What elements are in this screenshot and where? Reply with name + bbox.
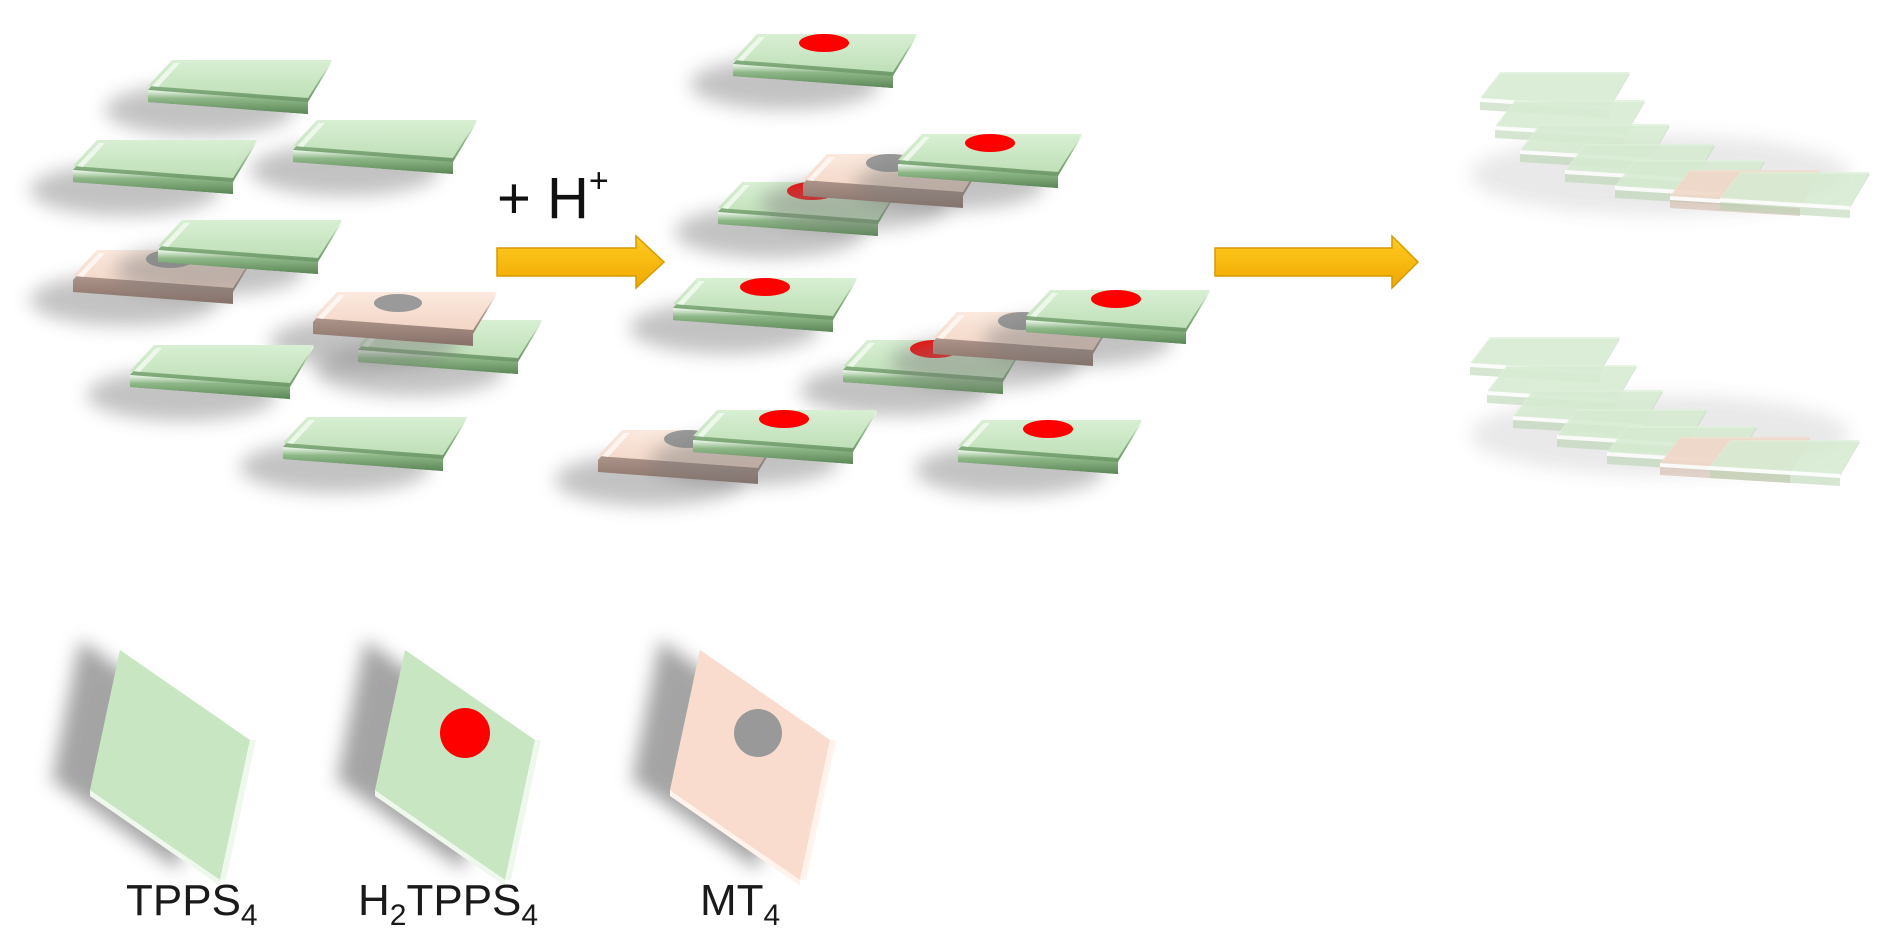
mt4-tile-icon xyxy=(632,640,836,886)
h2-center-icon xyxy=(1023,420,1073,438)
h2-center-icon xyxy=(759,410,809,428)
h2-center-icon xyxy=(1091,290,1141,308)
tpps4-monomer xyxy=(115,220,342,296)
legend-label-mt4: MT4 xyxy=(700,876,780,932)
reagent-text: + H xyxy=(497,166,589,231)
legend-label-tpps4: TPPS4 xyxy=(126,876,258,932)
legend-label-h2tpps4: H2TPPS4 xyxy=(358,876,538,932)
tpps4-monomer xyxy=(250,120,477,196)
reagent-label: + H+ xyxy=(497,162,609,231)
stage-j-aggregate-bottom xyxy=(1470,337,1860,486)
h2-center-icon xyxy=(799,34,849,52)
aggregate-tile xyxy=(1720,172,1870,218)
right-arrow-icon xyxy=(496,234,666,290)
right-arrow-icon xyxy=(1214,234,1420,290)
reagent-charge: + xyxy=(589,162,609,200)
stage-monomers xyxy=(30,60,542,493)
tpps4-tile-icon xyxy=(52,640,256,886)
stage-j-aggregate-top xyxy=(1470,72,1870,218)
tpps4-monomer xyxy=(30,140,257,216)
h2tpps4-tile-icon xyxy=(337,640,541,886)
aggregate-tile xyxy=(1710,440,1860,486)
metal-center-icon xyxy=(734,709,782,757)
h2-center-icon xyxy=(965,134,1015,152)
tpps4-monomer xyxy=(240,417,467,493)
tpps4-monomer xyxy=(87,345,314,421)
metal-center-icon xyxy=(374,294,422,312)
h2-center-icon xyxy=(440,708,490,758)
legend: TPPS4 H2TPPS4 MT4 xyxy=(52,640,836,932)
legend-item-mt4: MT4 xyxy=(632,640,836,932)
h2-center-icon xyxy=(740,278,790,296)
legend-item-h2tpps4: H2TPPS4 xyxy=(337,640,541,932)
tpps4-monomer xyxy=(105,60,332,136)
svg-text:+ H+: + H+ xyxy=(497,162,609,231)
legend-item-tpps4: TPPS4 xyxy=(52,640,258,932)
